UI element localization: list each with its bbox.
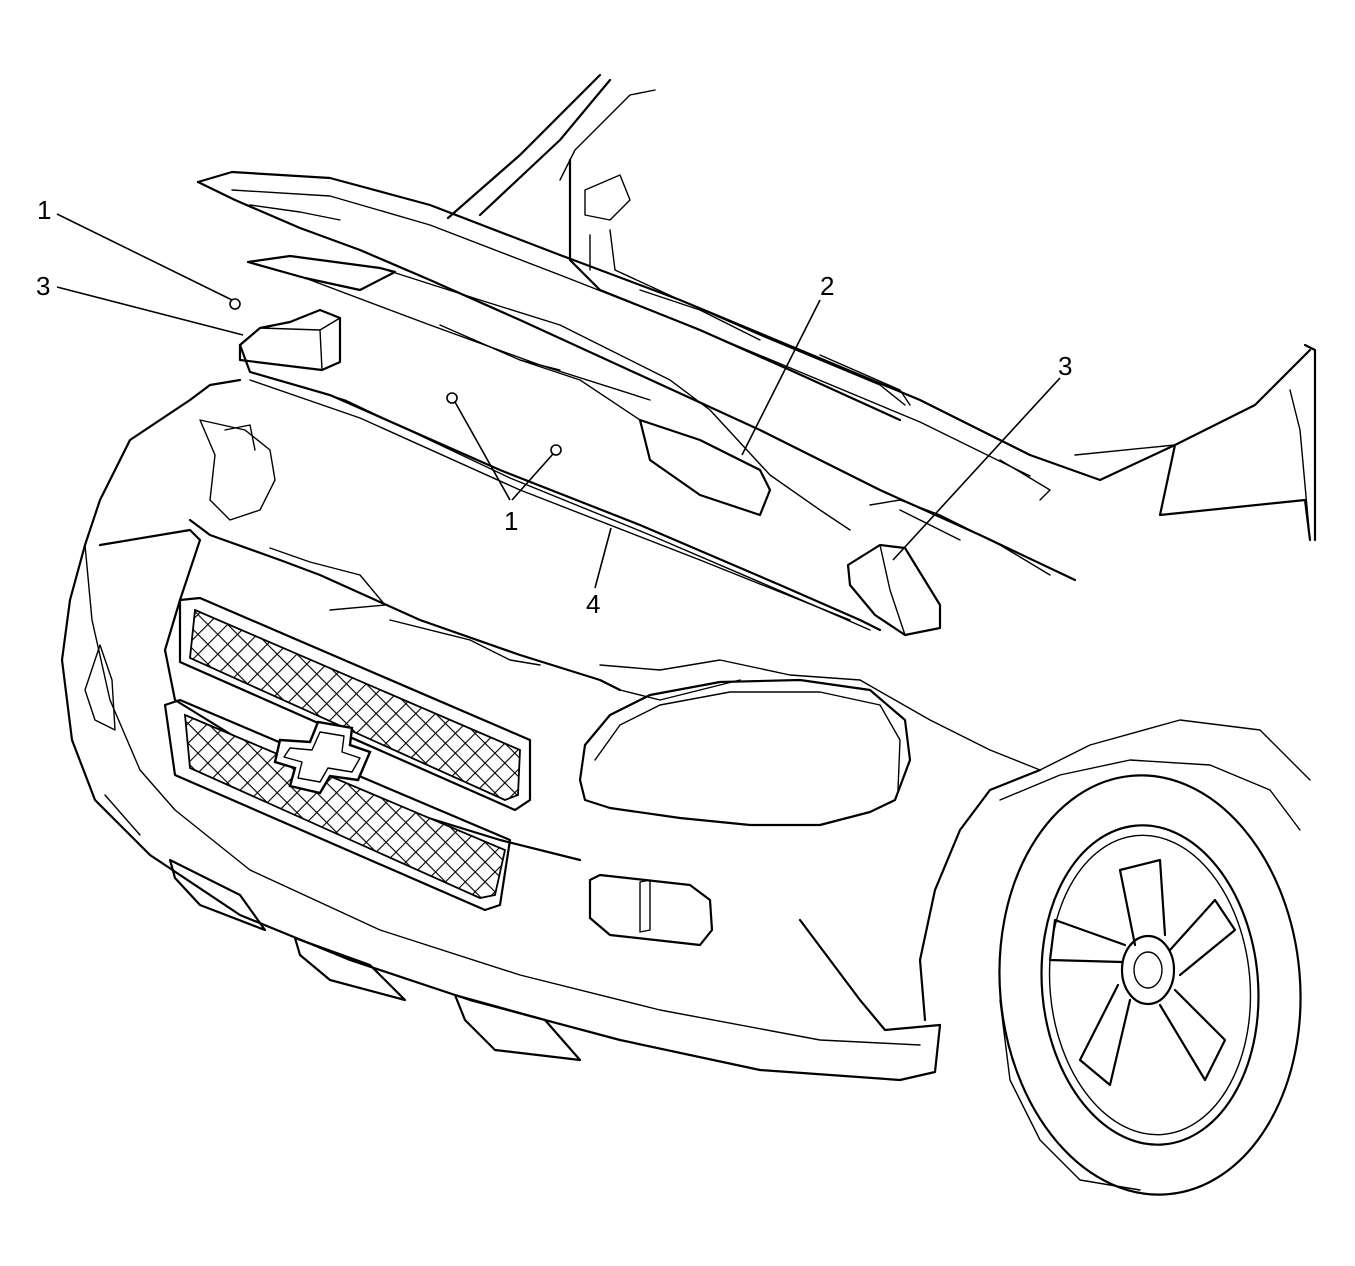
fastener-center-a [446, 392, 458, 404]
hood [196, 170, 1317, 582]
callout-1-center: 1 [504, 506, 518, 536]
callout-4: 4 [586, 589, 600, 619]
lower-air-openings [104, 794, 582, 1062]
fastener-left [229, 298, 241, 310]
bowtie-emblem [273, 720, 372, 795]
front-wheel [998, 774, 1302, 1196]
cowl-panel [246, 254, 1051, 576]
callout-3-right: 3 [1058, 351, 1072, 381]
left-hood-bumper-bracket [238, 308, 342, 372]
callout-2: 2 [820, 271, 834, 301]
fog-lamp [588, 873, 714, 947]
engine-compartment [188, 378, 861, 701]
leader-lines [56, 213, 1061, 589]
fasteners [229, 298, 562, 456]
right-hood-bumper-bracket [846, 543, 942, 637]
lower-grille [163, 698, 512, 912]
upper-grille [178, 596, 532, 812]
callout-1-left: 1 [37, 195, 51, 225]
callout-labels: 1 3 2 3 1 4 [36, 195, 1072, 619]
fastener-center-b [550, 444, 562, 456]
front-end-upper-panel [238, 343, 882, 632]
windshield-frame [446, 73, 911, 422]
callout-3-left: 3 [36, 271, 50, 301]
headlamp [578, 678, 912, 827]
